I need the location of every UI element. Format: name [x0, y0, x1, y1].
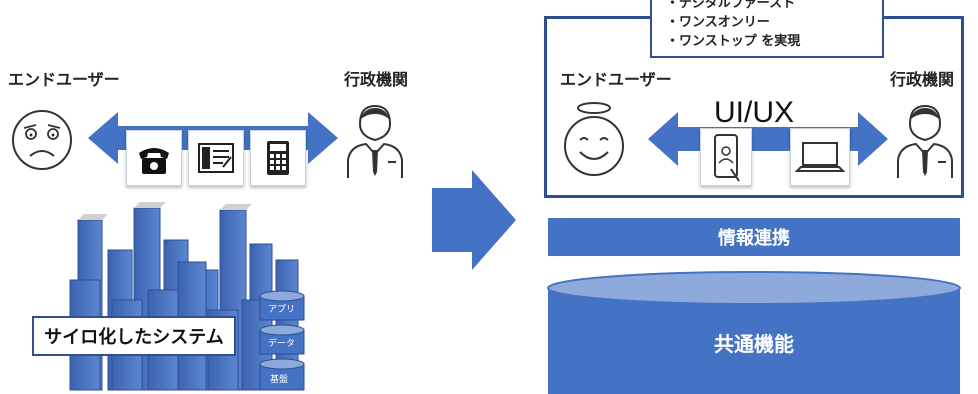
- smartphone-icon-box: [700, 128, 752, 186]
- right-double-arrow: [648, 112, 888, 166]
- stack-infra-label: 基盤: [270, 375, 289, 385]
- principle-item: ・ワンストップ を実現: [666, 34, 801, 49]
- smartphone-icon: [714, 134, 740, 182]
- stack-data-label: データ: [268, 339, 296, 349]
- left-end-user-label: エンドユーザー: [8, 70, 120, 89]
- document-form-icon-box: [188, 130, 244, 186]
- transition-arrow: [432, 170, 516, 270]
- government-officer-icon: [347, 104, 403, 178]
- document-form-icon: [198, 143, 234, 173]
- stack-cylinders: [259, 290, 305, 391]
- telephone-icon-box: [126, 130, 182, 186]
- right-gov-label: 行政機関: [890, 70, 955, 89]
- laptop-icon: [794, 142, 846, 172]
- calculator-icon-box: [250, 130, 306, 186]
- government-officer-icon: [897, 104, 953, 178]
- calculator-icon: [267, 141, 289, 175]
- right-end-user-label: エンドユーザー: [560, 70, 672, 89]
- telephone-icon: [139, 148, 169, 174]
- laptop-icon-box: [790, 128, 850, 186]
- uiux-label: UI/UX: [714, 96, 795, 129]
- left-gov-label: 行政機関: [344, 70, 409, 89]
- common-function-label: 共通機能: [714, 332, 794, 356]
- principle-item: ・デジタルファースト: [666, 0, 796, 11]
- principles-callout: ・デジタルファースト ・ワンスオンリー ・ワンストップ を実現: [650, 0, 884, 58]
- silo-system-label: サイロ化したシステム: [32, 316, 236, 356]
- info-link-band: 情報連携: [548, 218, 960, 256]
- principle-item: ・ワンスオンリー: [666, 15, 770, 30]
- common-function-cylinder: [547, 271, 961, 394]
- happy-face-icon: [564, 102, 624, 176]
- stack-app-label: アプリ: [268, 305, 296, 315]
- sad-face-icon: [12, 110, 72, 170]
